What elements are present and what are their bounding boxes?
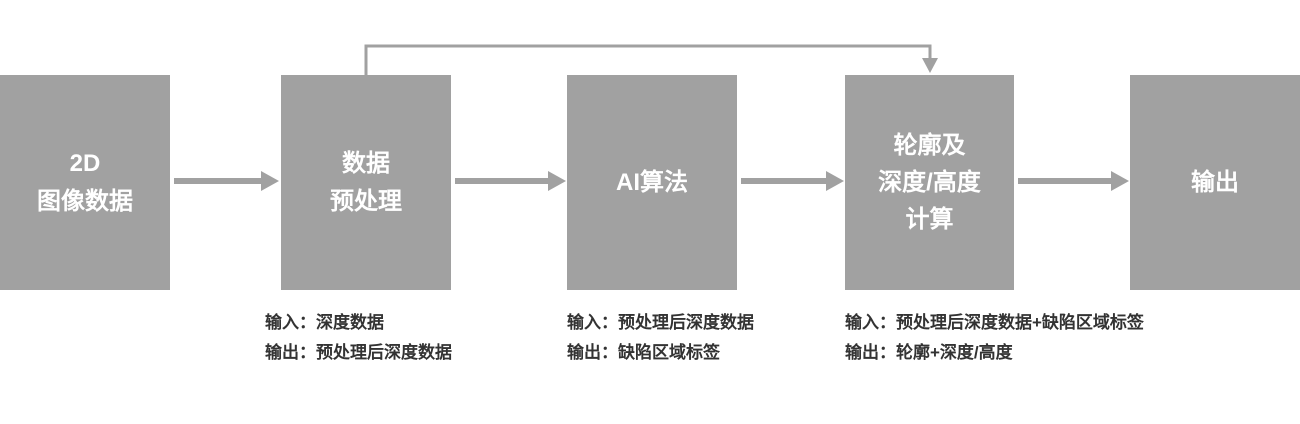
arrow-image-to-preprocessing-icon (174, 171, 279, 191)
annotation-contour-depth-calc-output: 输出：轮廓+深度/高度 (845, 343, 1013, 362)
skip-arrow-preprocessing-to-calc-icon (364, 44, 938, 75)
annotation-ai-algorithm-output: 输出：缺陷区域标签 (567, 343, 720, 362)
annotation-preprocessing-output: 输出：预处理后深度数据 (265, 343, 452, 362)
box-contour-depth-height-calc: 轮廓及 深度/高度 计算 (845, 75, 1014, 290)
annotation-contour-depth-calc-input: 输入：预处理后深度数据+缺陷区域标签 (845, 313, 1144, 332)
box-data-preprocessing: 数据 预处理 (281, 75, 451, 290)
annotation-ai-algorithm-input: 输入：预处理后深度数据 (567, 313, 754, 332)
annotation-ai-algorithm: 输入：预处理后深度数据 输出：缺陷区域标签 (567, 308, 754, 368)
arrow-calc-to-output-icon (1018, 171, 1129, 191)
annotation-contour-depth-calc: 输入：预处理后深度数据+缺陷区域标签 输出：轮廓+深度/高度 (845, 308, 1144, 368)
box-output: 输出 (1130, 75, 1300, 290)
annotation-preprocessing-input: 输入：深度数据 (265, 313, 384, 332)
arrow-preprocessing-to-ai-icon (455, 171, 566, 191)
box-ai-algorithm: AI算法 (567, 75, 737, 290)
box-2d-image-data: 2D 图像数据 (0, 75, 170, 290)
annotation-preprocessing: 输入：深度数据 输出：预处理后深度数据 (265, 308, 452, 368)
arrow-ai-to-calc-icon (741, 171, 844, 191)
